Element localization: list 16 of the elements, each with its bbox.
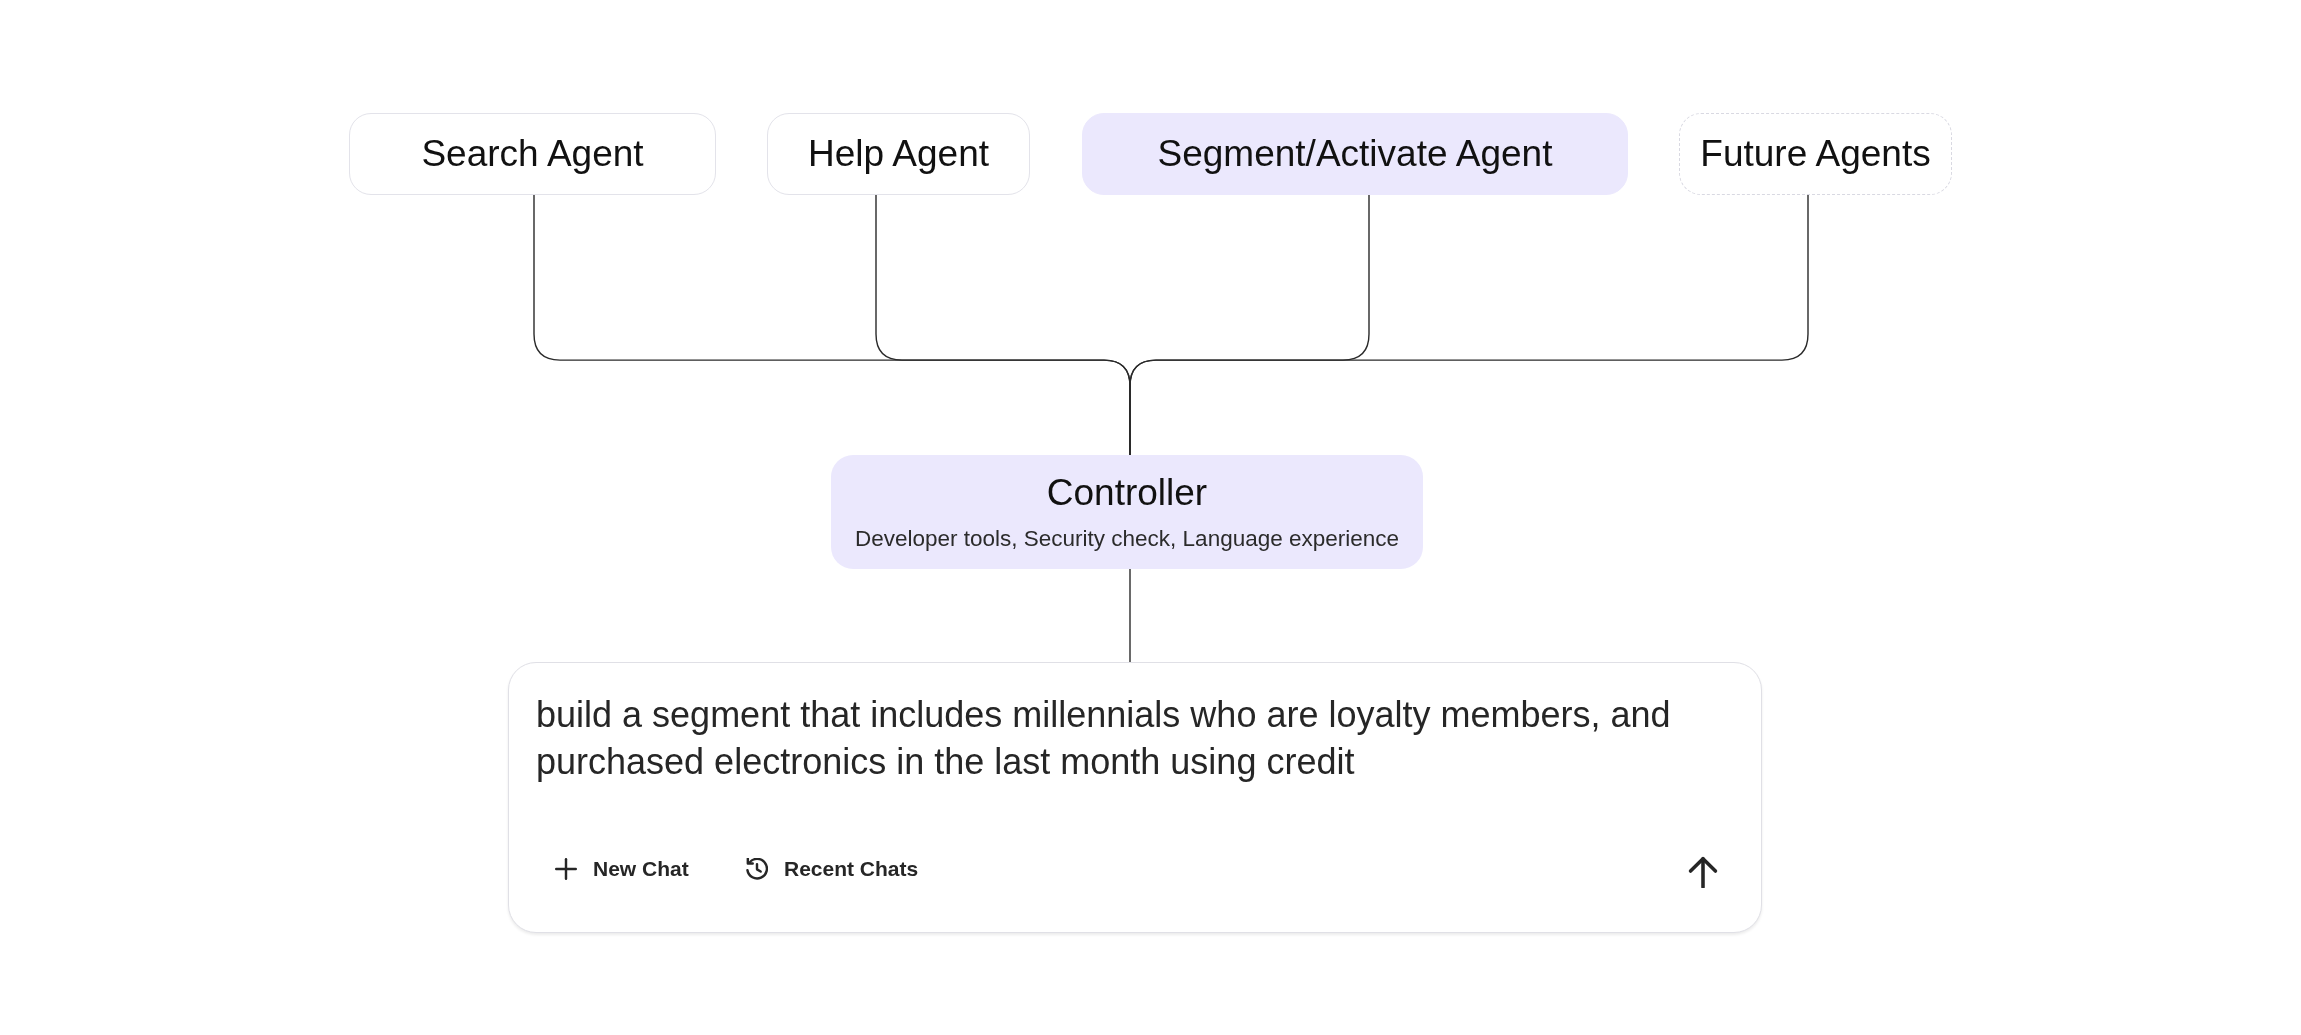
agent-name: Search Agent — [421, 133, 644, 175]
placeholder-agent-card — [1679, 113, 1952, 195]
agent-name: Future Agents — [1700, 133, 1931, 175]
recent-chats-button: Recent Chats — [740, 853, 925, 885]
agent-card — [1082, 113, 1628, 195]
new-chat-button: New Chat — [549, 853, 695, 885]
agent-card — [767, 113, 1030, 195]
controller-title: Controller — [1046, 472, 1208, 514]
agent-name: Segment/Activate Agent — [1157, 133, 1553, 175]
connector-line — [1129, 568, 1131, 663]
controller-description: Developer tools, Security check, Language experience — [854, 526, 1400, 552]
prompt-text: build a segment that includes millennials who are loyalty members, and purchased electronics in the last month using credit — [536, 693, 1672, 784]
agent-card — [349, 113, 716, 195]
agent-name: Help Agent — [808, 133, 989, 175]
chat-input-field — [508, 662, 1762, 933]
controller-card — [831, 455, 1423, 569]
